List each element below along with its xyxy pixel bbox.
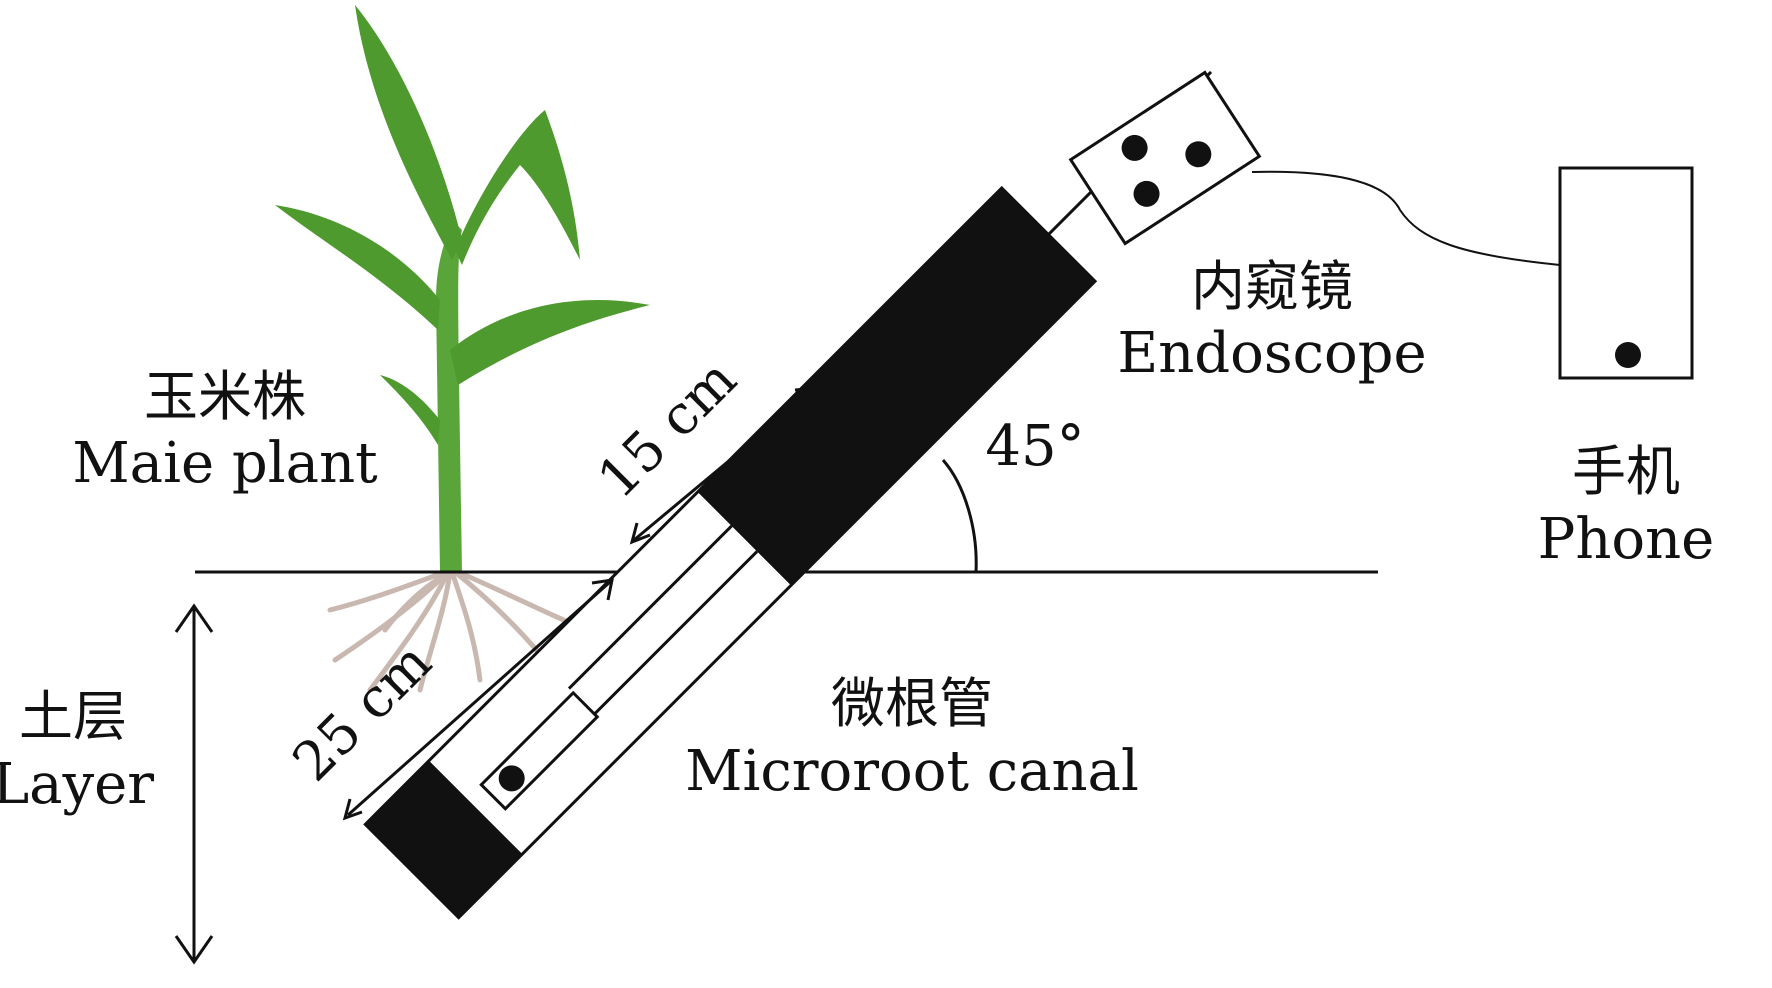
endoscope-label-cn: 内窥镜 — [1191, 255, 1353, 318]
layer-label-cn: 土层 — [19, 685, 127, 748]
phone-label-cn: 手机 — [1572, 440, 1680, 503]
layer-label-en: Layer — [0, 752, 154, 817]
camera-lens — [498, 765, 525, 792]
plant-leaves — [275, 5, 650, 445]
tube-bottom-cap — [365, 760, 523, 918]
microroot-canal-tube — [363, 70, 1213, 920]
angle-label: 45° — [985, 414, 1084, 479]
plant-label-en: Maie plant — [72, 431, 378, 496]
phone-device — [1558, 166, 1694, 380]
endoscope-handle — [1068, 70, 1262, 246]
handle-button-icon — [1133, 180, 1160, 207]
handle-button-icon — [1185, 141, 1212, 168]
dimension-arrow-15cm — [629, 386, 818, 545]
phone-home-button-icon — [1615, 342, 1641, 368]
soil-layer-arrow — [174, 603, 214, 965]
dimension-arrow-25cm — [342, 578, 614, 821]
angle-arc — [941, 459, 978, 573]
endoscope-label-en: Endoscope — [1117, 321, 1426, 386]
tube-top-sleeve — [697, 187, 1096, 586]
handle-button-icon — [1121, 134, 1148, 161]
canal-label-en: Microroot canal — [685, 739, 1139, 804]
canal-label-cn: 微根管 — [831, 672, 993, 735]
phone-label-en: Phone — [1538, 507, 1715, 572]
phone-wire — [1251, 170, 1561, 266]
plant-label-cn: 玉米株 — [144, 365, 306, 428]
plant-stem — [436, 220, 462, 572]
plant-roots — [327, 569, 578, 693]
maize-plant-illustration — [275, 5, 650, 693]
